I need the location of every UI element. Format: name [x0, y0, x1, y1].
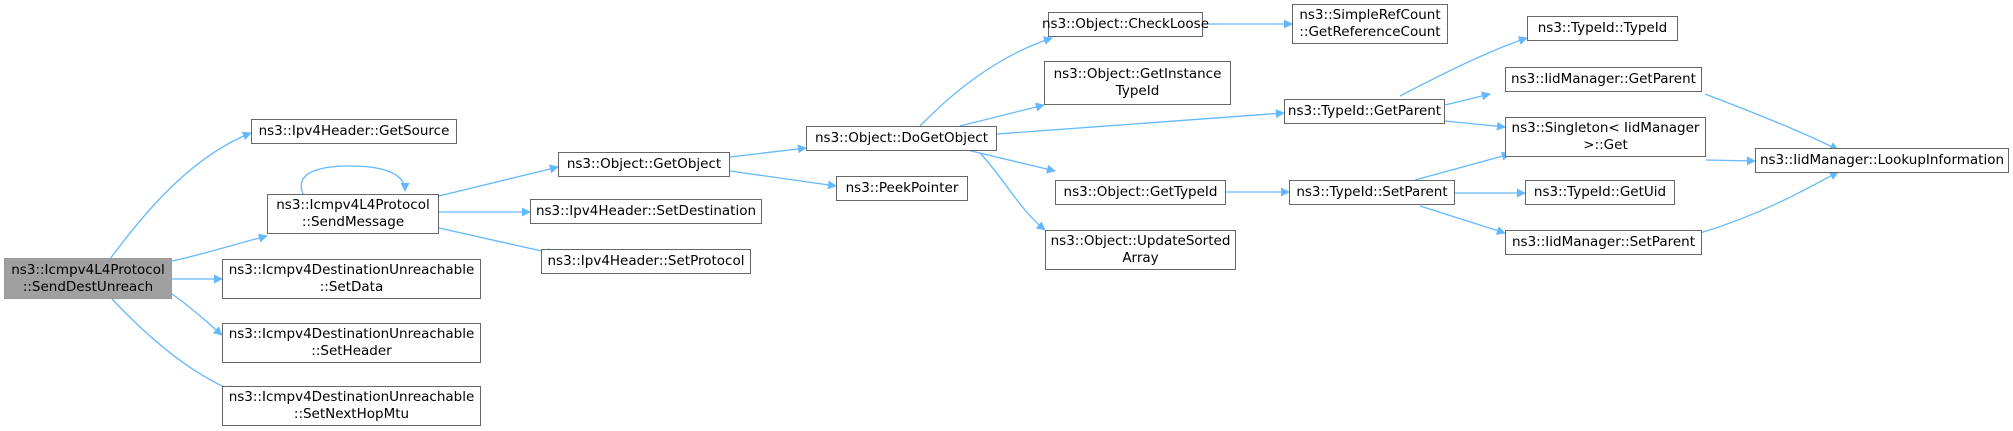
- node-label-line-2: ::SendMessage: [301, 214, 405, 230]
- node-label-line-2: ::SetNextHopMtu: [293, 406, 410, 422]
- edge-do-get-object-to-get-instance-typeid: [959, 102, 1045, 127]
- node-icmpv4-send-message[interactable]: ns3::Icmpv4L4Protocol ::SendMessage: [267, 194, 439, 234]
- node-object-get-object[interactable]: ns3::Object::GetObject: [558, 152, 730, 177]
- node-label-line-1: ns3::Singleton< IidManager: [1511, 120, 1700, 136]
- edge-get-parent-to-singleton-get: [1444, 120, 1506, 131]
- node-label-line-1: ns3::IidManager::LookupInformation: [1759, 152, 2005, 168]
- edge-do-get-object-to-get-typeid: [966, 149, 1056, 174]
- node-typeid-typeid[interactable]: ns3::TypeId::TypeId: [1527, 16, 1678, 41]
- edge-send-message-to-set-protocol: [438, 227, 556, 257]
- node-label-line-1: ns3::Ipv4Header::SetDestination: [535, 203, 757, 219]
- node-peek-pointer[interactable]: ns3::PeekPointer: [836, 176, 968, 201]
- node-label-line-1: ns3::Object::GetInstance: [1053, 66, 1222, 82]
- node-label-line-2: TypeId: [1115, 83, 1160, 99]
- node-label-line-1: ns3::Object::CheckLoose: [1042, 16, 1210, 32]
- node-label-line-1: ns3::IidManager::SetParent: [1512, 234, 1695, 250]
- node-typeid-set-parent[interactable]: ns3::TypeId::SetParent: [1289, 180, 1455, 205]
- node-ipv4-header-set-protocol[interactable]: ns3::Ipv4Header::SetProtocol: [541, 249, 751, 274]
- node-object-do-get-object[interactable]: ns3::Object::DoGetObject: [806, 126, 997, 151]
- node-label-line-2: >::Get: [1583, 137, 1628, 153]
- node-label-line-1: ns3::TypeId::SetParent: [1296, 184, 1448, 200]
- edge-root-to-ipv4-get-source: [109, 131, 252, 260]
- node-label-line-1: ns3::Object::UpdateSorted: [1050, 233, 1231, 249]
- node-label-line-1: ns3::Object::GetTypeId: [1063, 184, 1218, 200]
- node-label-line-2: ::SetHeader: [311, 343, 392, 359]
- edge-get-object-to-peek-pointer: [729, 170, 837, 190]
- node-typeid-get-parent[interactable]: ns3::TypeId::GetParent: [1284, 99, 1445, 124]
- node-label-line-1: ns3::Icmpv4L4Protocol: [276, 197, 430, 213]
- edge-do-get-object-to-update-sorted-array: [979, 152, 1046, 231]
- node-typeid-get-uid[interactable]: ns3::TypeId::GetUid: [1525, 180, 1675, 205]
- node-label-line-1: ns3::IidManager::GetParent: [1511, 71, 1696, 87]
- edge-get-object-to-do-get-object: [729, 144, 807, 158]
- node-singleton-iidmanager-get[interactable]: ns3::Singleton< IidManager >::Get: [1505, 117, 1706, 157]
- node-label-line-1: ns3::Object::GetObject: [566, 156, 722, 172]
- node-object-check-loose[interactable]: ns3::Object::CheckLoose: [1042, 12, 1209, 37]
- node-iidmanager-get-parent[interactable]: ns3::IidManager::GetParent: [1505, 67, 1702, 92]
- node-label-line-1: ns3::Icmpv4DestinationUnreachable: [228, 326, 475, 342]
- edge-send-message-to-get-object: [438, 164, 559, 197]
- node-label-line-1: ns3::PeekPointer: [845, 180, 959, 196]
- node-label-line-1: ns3::Ipv4Header::SetProtocol: [547, 253, 745, 269]
- edge-do-get-object-to-typeid-get-parent: [996, 109, 1285, 135]
- edge-do-get-object-to-check-loose: [919, 36, 1053, 127]
- edge-set-parent-to-iidmanager-set-parent: [1419, 205, 1506, 235]
- node-label-line-2: ::SendDestUnreach: [22, 278, 154, 295]
- node-label-line-1: ns3::Icmpv4DestinationUnreachable: [228, 389, 475, 405]
- node-label-line-2: ::SetData: [319, 279, 384, 295]
- edge-get-parent-to-typeid: [1399, 36, 1528, 97]
- node-ipv4-header-get-source[interactable]: ns3::Ipv4Header::GetSource: [251, 119, 457, 144]
- node-label-line-1: ns3::Ipv4Header::GetSource: [258, 123, 450, 139]
- edge-send-message-self-loop: [300, 165, 410, 195]
- edge-set-parent-to-singleton-get: [1414, 151, 1511, 181]
- node-label-line-2: Array: [1122, 250, 1159, 266]
- node-dest-unreachable-set-next-hop-mtu[interactable]: ns3::Icmpv4DestinationUnreachable ::SetN…: [222, 386, 481, 426]
- node-object-get-instance-typeid[interactable]: ns3::Object::GetInstance TypeId: [1044, 61, 1231, 105]
- node-label-line-1: ns3::SimpleRefCount: [1299, 7, 1441, 23]
- edge-iidmanager-get-parent-to-lookup: [1704, 93, 1839, 151]
- node-label-line-2: ::GetReferenceCount: [1299, 24, 1441, 40]
- edge-get-parent-to-iidmanager-get-parent: [1444, 91, 1491, 106]
- node-simple-ref-count-get-reference-count[interactable]: ns3::SimpleRefCount ::GetReferenceCount: [1292, 4, 1448, 44]
- node-icmpv4-send-dest-unreach: ns3::Icmpv4L4Protocol ::SendDestUnreach: [4, 258, 172, 299]
- edge-singleton-get-to-lookup: [1705, 156, 1756, 166]
- node-iidmanager-set-parent[interactable]: ns3::IidManager::SetParent: [1505, 230, 1702, 255]
- edge-root-to-send-message: [171, 233, 268, 262]
- node-label-line-1: ns3::TypeId::GetParent: [1287, 103, 1442, 119]
- edge-root-to-dest-set-next-hop-mtu: [111, 298, 237, 394]
- node-object-get-typeid[interactable]: ns3::Object::GetTypeId: [1055, 180, 1226, 205]
- node-iidmanager-lookup-information[interactable]: ns3::IidManager::LookupInformation: [1755, 148, 2009, 173]
- edge-iidmanager-set-parent-to-lookup: [1699, 171, 1839, 234]
- node-label-line-1: ns3::Icmpv4DestinationUnreachable: [228, 262, 475, 278]
- node-label-line-1: ns3::Icmpv4L4Protocol: [11, 261, 165, 278]
- edge-root-to-dest-set-header: [171, 293, 223, 336]
- node-label-line-1: ns3::TypeId::GetUid: [1533, 184, 1667, 200]
- node-label-line-1: ns3::TypeId::TypeId: [1537, 20, 1668, 36]
- node-label-line-1: ns3::Object::DoGetObject: [814, 130, 989, 146]
- node-ipv4-header-set-destination[interactable]: ns3::Ipv4Header::SetDestination: [530, 199, 762, 224]
- node-dest-unreachable-set-header[interactable]: ns3::Icmpv4DestinationUnreachable ::SetH…: [222, 323, 481, 363]
- node-dest-unreachable-set-data[interactable]: ns3::Icmpv4DestinationUnreachable ::SetD…: [222, 259, 481, 299]
- node-object-update-sorted-array[interactable]: ns3::Object::UpdateSorted Array: [1045, 230, 1236, 270]
